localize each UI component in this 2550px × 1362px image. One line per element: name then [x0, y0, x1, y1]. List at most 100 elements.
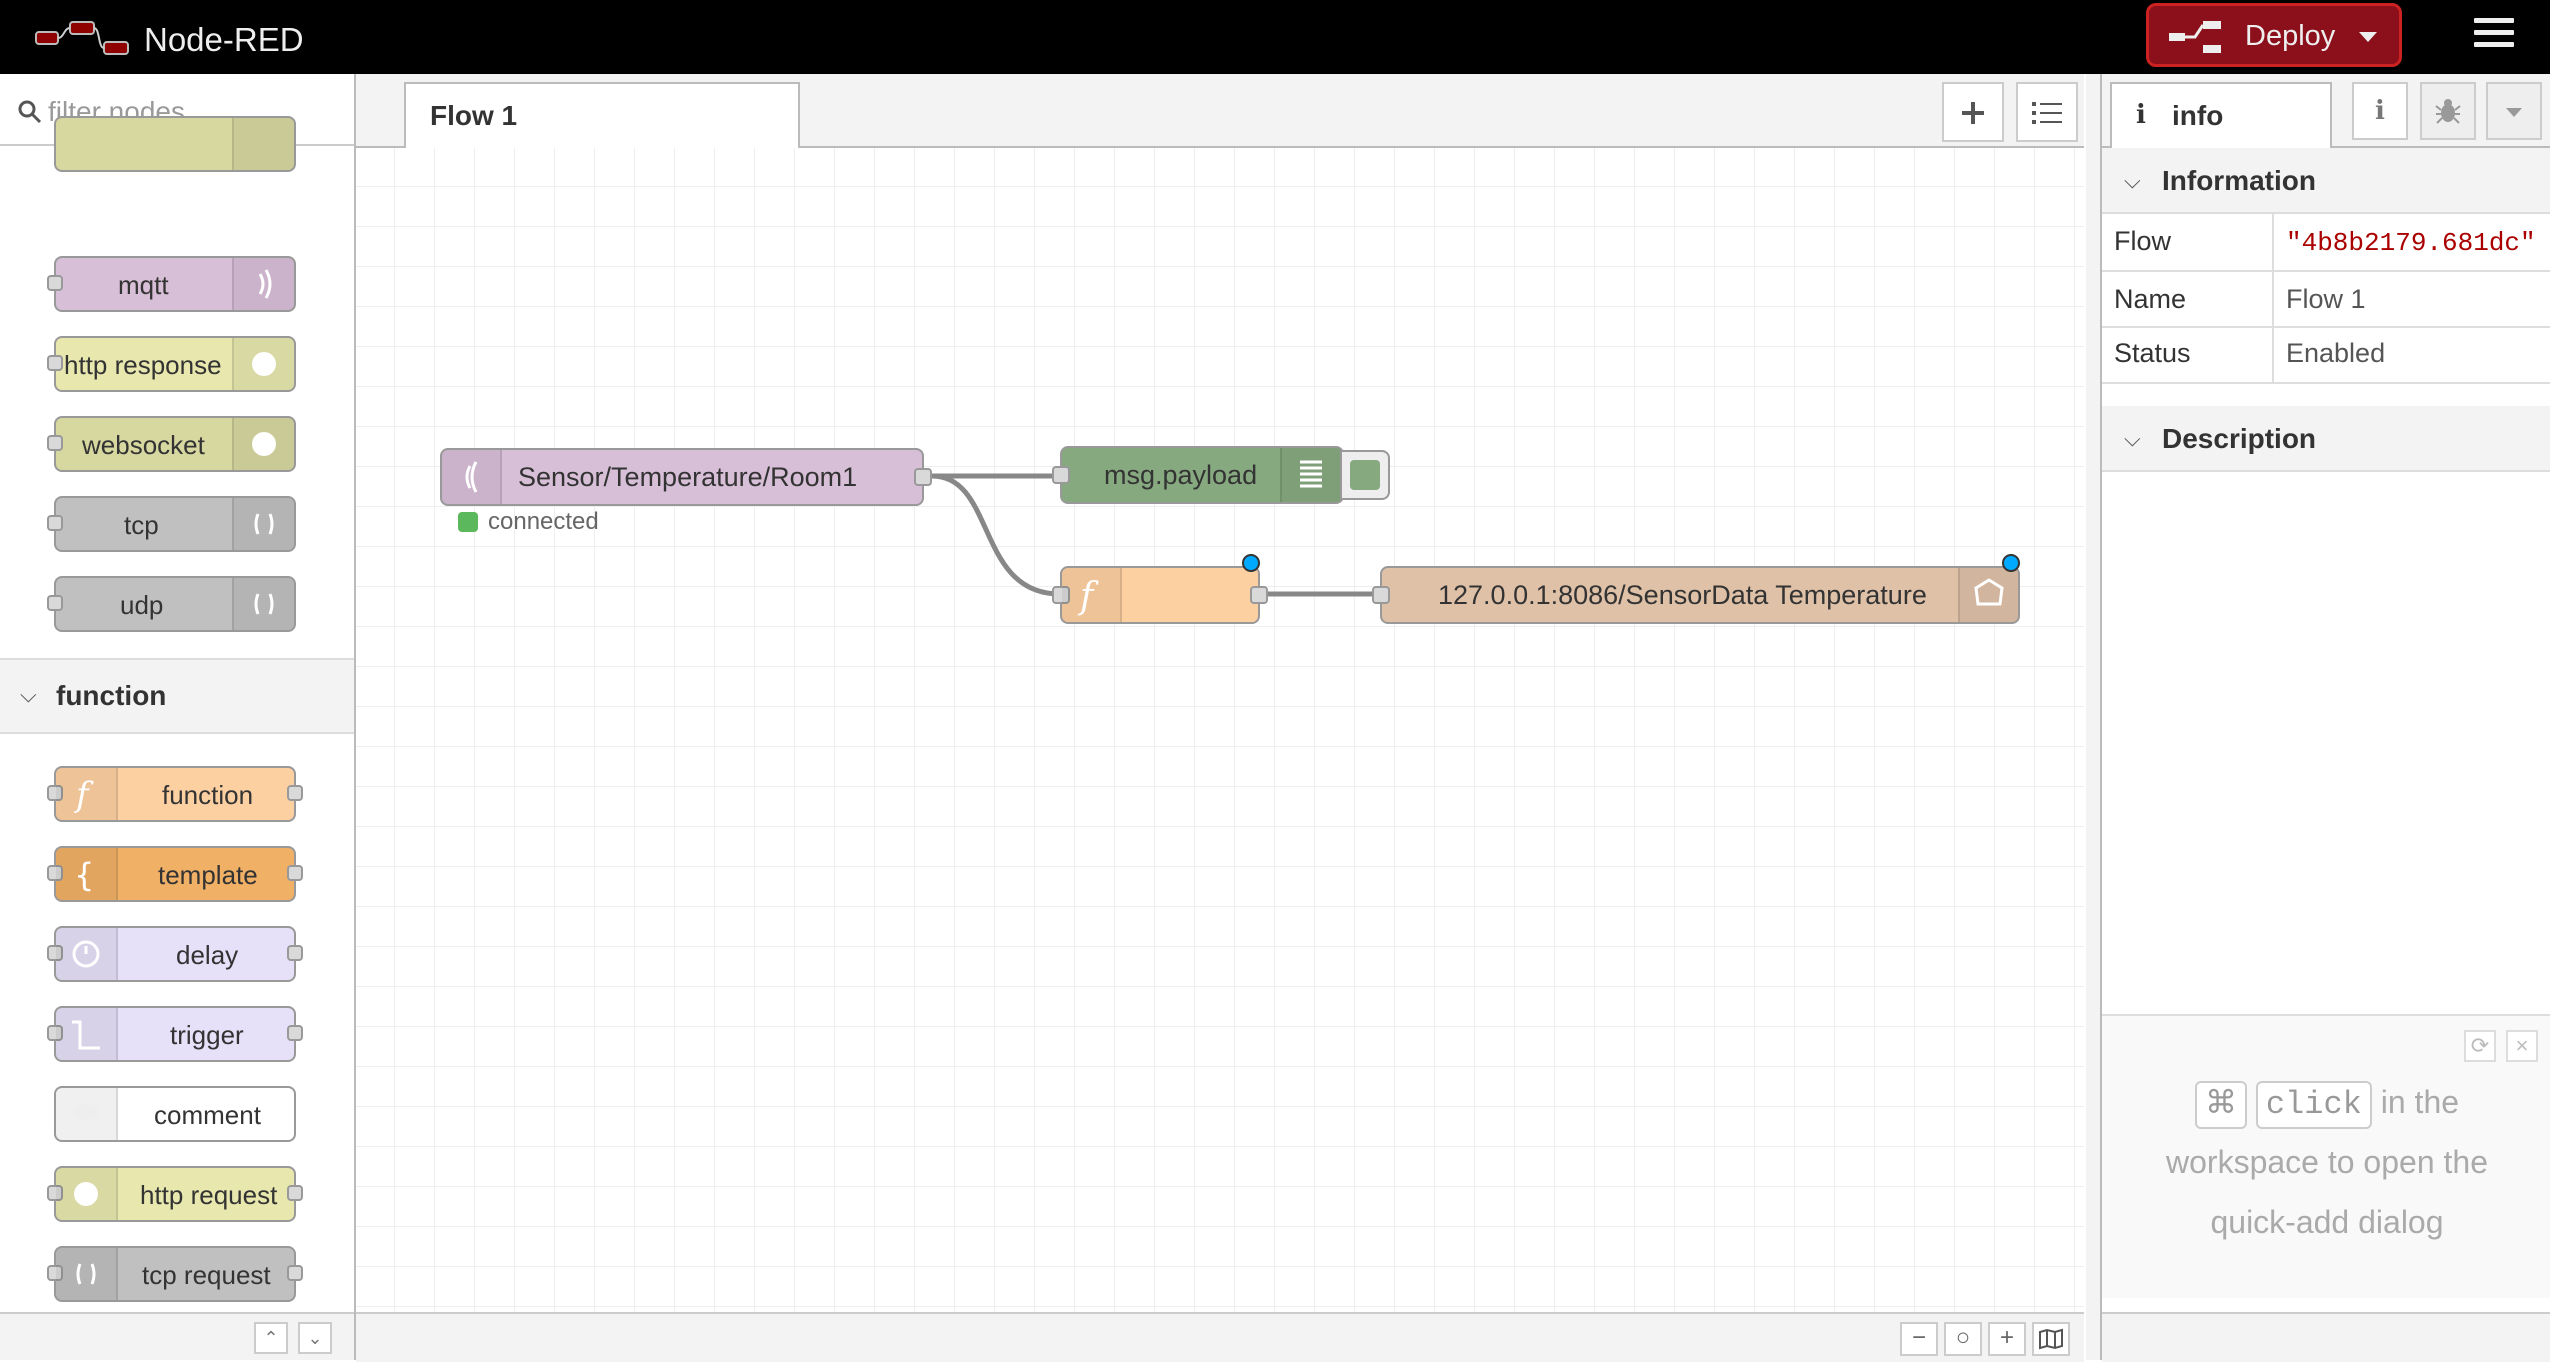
input-port[interactable]	[47, 1185, 63, 1201]
info-icon: i	[2375, 96, 2385, 126]
sidebar-separator[interactable]	[2086, 74, 2100, 1360]
sidebar-tab-menu-button[interactable]	[2486, 82, 2542, 140]
node-function[interactable]: f	[1052, 566, 1268, 624]
wire-mqtt-to-function	[931, 473, 1061, 597]
output-port[interactable]	[287, 945, 303, 961]
globe-icon	[232, 338, 294, 390]
list-flows-button[interactable]	[2016, 82, 2078, 142]
refresh-icon[interactable]: ⟳	[2464, 1030, 2496, 1062]
node-debug[interactable]: msg.payload	[1052, 446, 1344, 504]
input-port[interactable]	[47, 1265, 63, 1281]
section-information-header[interactable]: ⌵ Information	[2102, 148, 2550, 214]
input-port[interactable]	[47, 515, 63, 531]
palette-node-mqtt[interactable]: mqtt	[47, 256, 296, 312]
palette-node-label: function	[162, 780, 254, 810]
output-port[interactable]	[287, 785, 303, 801]
tab-label: info	[2172, 100, 2224, 131]
category-label: function	[56, 680, 167, 711]
palette-node-label: trigger	[170, 1020, 244, 1050]
palette-node-tcp[interactable]: tcp	[47, 496, 296, 552]
palette-node-websocket[interactable]: websocket	[47, 416, 296, 472]
input-port[interactable]	[47, 595, 63, 611]
section-description-header[interactable]: ⌵ Description	[2102, 406, 2550, 472]
section-title: Information	[2162, 165, 2316, 196]
palette-node-delay[interactable]: delay	[47, 926, 303, 982]
tab-flow-1[interactable]: Flow 1	[404, 82, 800, 148]
palette-category-function[interactable]: ⌵ function	[0, 658, 354, 734]
brace-icon: {	[56, 848, 118, 900]
info-value: Flow 1	[2286, 284, 2366, 314]
close-icon[interactable]: ×	[2506, 1030, 2538, 1062]
palette-node-label: websocket	[82, 430, 205, 460]
tab-info[interactable]: i info	[2110, 82, 2332, 148]
debug-tab-button[interactable]	[2420, 82, 2476, 140]
zoom-in-button[interactable]: +	[1988, 1322, 2026, 1356]
palette-node-trigger[interactable]: trigger	[47, 1006, 303, 1062]
output-port[interactable]	[287, 1265, 303, 1281]
section-title: Description	[2162, 423, 2317, 454]
bug-icon	[2435, 99, 2461, 124]
debug-toggle-button[interactable]	[1340, 450, 1390, 500]
sidebar-tabs: i info i	[2102, 74, 2550, 148]
info-row-status: Status Enabled	[2102, 328, 2550, 384]
palette-node-template[interactable]: { template	[47, 846, 303, 902]
svg-text:f: f	[1077, 576, 1099, 617]
input-port[interactable]	[47, 435, 63, 451]
hamburger-line	[2474, 42, 2514, 47]
deploy-button[interactable]: Deploy	[2146, 3, 2402, 67]
tab-label: Flow 1	[430, 100, 518, 131]
add-flow-button[interactable]	[1942, 82, 2004, 142]
palette-node-udp[interactable]: udp	[47, 576, 296, 632]
palette-node-label: tcp	[124, 510, 159, 540]
input-port[interactable]	[47, 945, 63, 961]
palette-node-http-request[interactable]: http request	[47, 1166, 303, 1222]
tip-line-2: workspace to open the	[2166, 1144, 2488, 1180]
zoom-out-button[interactable]: −	[1900, 1322, 1938, 1356]
function-icon: f	[1062, 568, 1122, 622]
palette-node-partial[interactable]	[54, 116, 296, 172]
input-port[interactable]	[47, 355, 63, 371]
chevron-down-icon: ⌵	[2124, 168, 2141, 193]
debug-toggle-indicator	[1350, 460, 1380, 490]
input-port[interactable]	[47, 785, 63, 801]
output-port[interactable]	[914, 468, 932, 486]
palette-node-label: delay	[176, 940, 239, 970]
plus-icon	[1962, 102, 1984, 124]
palette-node-label: tcp request	[142, 1260, 271, 1290]
palette-node-function[interactable]: f function	[47, 766, 303, 822]
node-mqtt-in[interactable]: Sensor/Temperature/Room1	[440, 448, 932, 506]
chevron-down-icon: ⌵	[2124, 426, 2141, 451]
input-port[interactable]	[1052, 466, 1070, 484]
node-influxdb-out[interactable]: 127.0.0.1:8086/SensorData Temperature	[1372, 566, 2020, 624]
expand-all-button[interactable]: ⌄	[298, 1322, 332, 1354]
output-port[interactable]	[287, 865, 303, 881]
info-tab-button[interactable]: i	[2352, 82, 2408, 140]
input-port[interactable]	[47, 1025, 63, 1041]
info-value: Enabled	[2286, 338, 2386, 368]
info-icon: i	[2136, 100, 2146, 130]
palette-node-comment[interactable]: comment	[54, 1086, 296, 1142]
palette-node-label: mqtt	[118, 270, 169, 300]
palette-node-http-response[interactable]: http response	[47, 336, 296, 392]
input-port[interactable]	[47, 275, 63, 291]
speech-bubble-icon	[56, 1088, 118, 1140]
kbd-cmd: ⌘	[2194, 1081, 2247, 1129]
zoom-reset-button[interactable]: ○	[1944, 1322, 1982, 1356]
output-port[interactable]	[287, 1025, 303, 1041]
input-port[interactable]	[47, 865, 63, 881]
collapse-all-button[interactable]: ⌃	[254, 1322, 288, 1354]
palette-node-label: comment	[154, 1100, 261, 1130]
output-port[interactable]	[287, 1185, 303, 1201]
map-icon	[2039, 1328, 2063, 1350]
deploy-options-caret-icon[interactable]	[2359, 32, 2377, 42]
navigator-button[interactable]	[2032, 1322, 2070, 1356]
workspace-canvas[interactable]: Sensor/Temperature/Room1 connected msg.p…	[356, 148, 2084, 1312]
main-menu-button[interactable]	[2474, 18, 2514, 54]
globe-icon	[232, 418, 294, 470]
pulse-icon	[56, 1008, 118, 1060]
palette-node-label: http response	[64, 350, 222, 380]
input-port[interactable]	[1372, 586, 1390, 604]
palette-node-tcp-request[interactable]: tcp request	[47, 1246, 303, 1302]
output-port[interactable]	[1250, 586, 1268, 604]
input-port[interactable]	[1052, 586, 1070, 604]
